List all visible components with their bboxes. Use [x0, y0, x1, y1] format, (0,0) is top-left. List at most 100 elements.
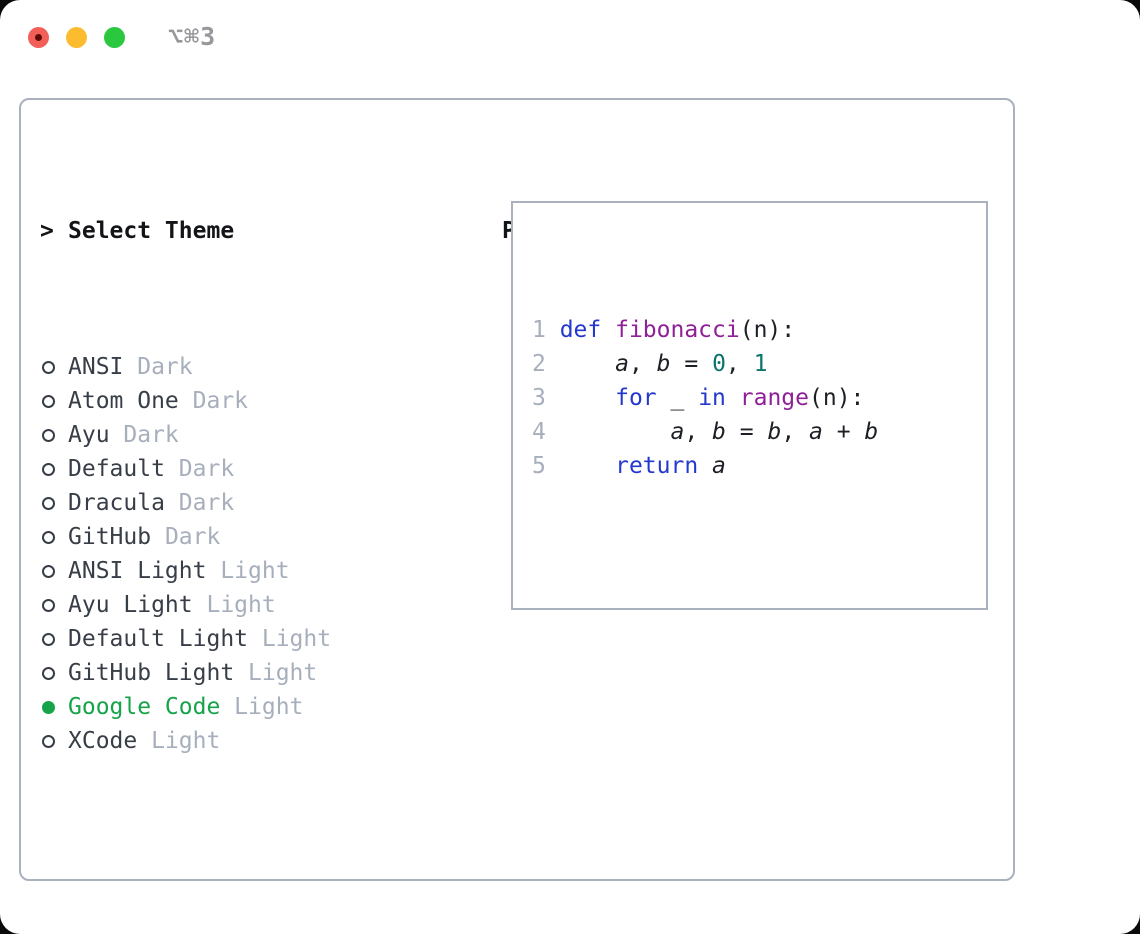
code-token: _: [656, 385, 699, 411]
code-token: 1: [753, 351, 768, 377]
theme-variant-badge: Dark: [178, 456, 235, 482]
preview-code-line: 4 a, b = b, a + b: [532, 415, 986, 449]
theme-option-xcode[interactable]: XCode Light: [40, 724, 428, 758]
code-token: a: [809, 419, 823, 445]
line-number: 2: [532, 351, 546, 377]
preview-code-line: 5 return a: [532, 449, 986, 483]
radio-icon: [42, 564, 55, 578]
theme-option-github-light[interactable]: GitHub Light Light: [40, 656, 428, 690]
preview-code-line: 1 def fibonacci(n):: [532, 313, 986, 347]
theme-name: GitHub: [68, 524, 152, 550]
radio-icon: [42, 598, 55, 612]
radio-icon: [42, 360, 55, 374]
code-token: return: [615, 453, 699, 479]
code-token: [560, 385, 615, 411]
line-number: 3: [532, 385, 546, 411]
radio-selected-icon: [42, 700, 55, 714]
radio-icon: [42, 530, 55, 544]
theme-name: Default Light: [68, 626, 249, 652]
theme-name: GitHub Light: [68, 660, 235, 686]
code-token: a: [670, 419, 685, 445]
code-token: [560, 351, 615, 377]
theme-variant-badge: Light: [248, 660, 318, 686]
code-token: 0: [712, 351, 726, 377]
preview-code-line: 2 a, b = 0, 1: [532, 347, 986, 381]
close-button[interactable]: [28, 27, 49, 48]
theme-variant-badge: Dark: [164, 524, 221, 550]
theme-name: Atom One: [68, 388, 179, 414]
theme-option-default[interactable]: Default Dark: [40, 452, 428, 486]
code-token: def: [559, 317, 616, 343]
theme-variant-badge: Light: [206, 592, 276, 618]
code-token: a: [712, 453, 726, 479]
theme-variant-badge: Dark: [178, 490, 235, 516]
code-token: b: [656, 351, 671, 377]
theme-option-ayu[interactable]: Ayu Dark: [40, 418, 428, 452]
code-token: =: [725, 419, 768, 445]
code-token: b: [767, 419, 782, 445]
line-number: 4: [532, 419, 546, 445]
theme-name: ANSI: [68, 354, 124, 380]
code-token: +: [822, 419, 865, 445]
radio-icon: [42, 394, 55, 408]
theme-variant-badge: Dark: [192, 388, 249, 414]
minimize-button[interactable]: [66, 27, 87, 48]
code-token: (n):: [739, 317, 796, 343]
radio-icon: [42, 632, 55, 646]
select-theme-header: > Select Theme: [40, 214, 428, 248]
select-theme-title: Select Theme: [68, 218, 235, 244]
line-number: 1: [532, 317, 546, 343]
code-token: ,: [628, 351, 657, 377]
code-token: [560, 453, 615, 479]
radio-icon: [42, 666, 55, 680]
code-token: ,: [781, 419, 810, 445]
theme-name: Ayu: [68, 422, 110, 448]
code-token: b: [864, 419, 879, 445]
theme-option-default-light[interactable]: Default Light Light: [40, 622, 428, 656]
theme-name: Ayu Light: [68, 592, 193, 618]
selection-cursor: >: [40, 218, 54, 244]
code-token: ,: [684, 419, 713, 445]
theme-name: Dracula: [68, 490, 165, 516]
theme-variant-badge: Dark: [137, 354, 193, 380]
theme-option-dracula[interactable]: Dracula Dark: [40, 486, 428, 520]
code-token: [726, 385, 740, 411]
theme-name: Google Code: [68, 694, 221, 720]
theme-variant-badge: Light: [151, 728, 221, 754]
theme-name: XCode: [68, 728, 138, 754]
radio-icon: [42, 428, 55, 442]
code-token: fibonacci: [615, 317, 740, 343]
line-number: 5: [532, 453, 546, 479]
radio-icon: [42, 462, 55, 476]
code-token: (n):: [809, 385, 865, 411]
code-token: for: [615, 385, 657, 411]
window-title: ⌥⌘3: [168, 22, 217, 51]
code-token: b: [712, 419, 726, 445]
code-token: =: [670, 351, 713, 377]
theme-variant-badge: Dark: [123, 422, 179, 448]
theme-name: ANSI Light: [68, 558, 207, 584]
theme-option-ansi-light[interactable]: ANSI Light Light: [40, 554, 428, 588]
theme-variant-badge: Light: [261, 626, 332, 652]
code-token: range: [739, 385, 809, 411]
theme-option-atom-one[interactable]: Atom One Dark: [40, 384, 428, 418]
code-token: [698, 453, 712, 479]
theme-option-ansi[interactable]: ANSI Dark: [40, 350, 428, 384]
theme-name: Default: [68, 456, 165, 482]
radio-icon: [42, 734, 55, 748]
code-token: ,: [725, 351, 754, 377]
close-icon: [35, 34, 42, 41]
theme-option-github[interactable]: GitHub Dark: [40, 520, 428, 554]
code-token: in: [698, 385, 726, 411]
theme-option-ayu-light[interactable]: Ayu Light Light: [40, 588, 428, 622]
code-token: [560, 419, 671, 445]
zoom-button[interactable]: [104, 27, 125, 48]
theme-variant-badge: Light: [220, 558, 290, 584]
